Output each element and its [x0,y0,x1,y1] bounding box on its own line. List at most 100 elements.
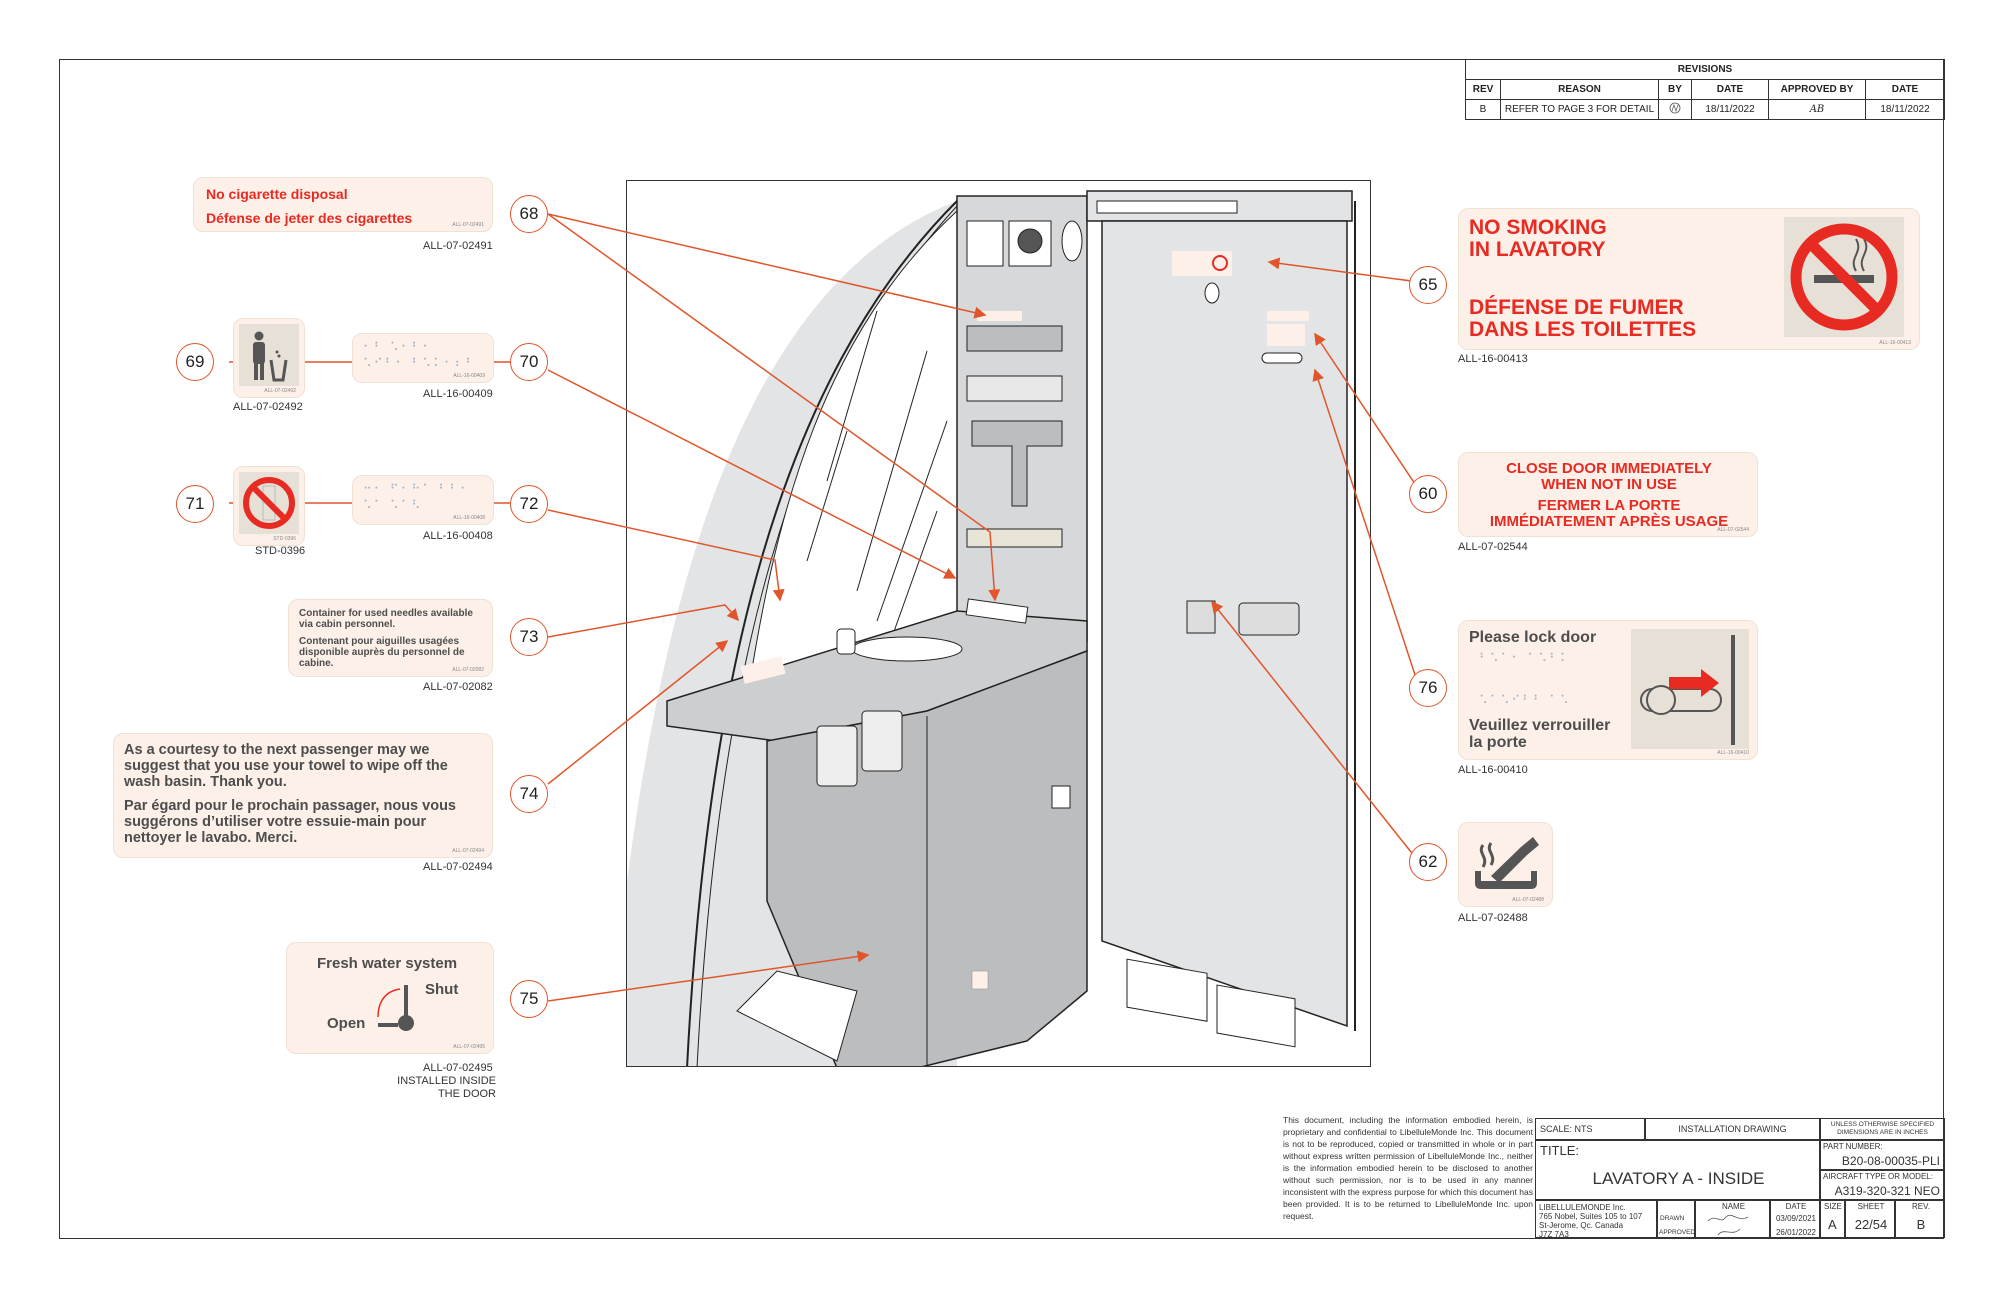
label-62-code: ALL-07-02488 [1458,912,1528,924]
label-trash-bin: ALL-07-02492 [233,318,305,398]
label-close-door: CLOSE DOOR IMMEDIATELY WHEN NOT IN USE F… [1458,452,1758,537]
callout-65: 65 [1409,266,1447,304]
approved-date-value: 18/11/2022 [1865,99,1945,120]
label-69-code: ALL-07-02492 [233,401,303,413]
label-71-tiny-code: STD-0396 [273,536,296,542]
leader-75 [547,950,870,1002]
leader-76 [1312,368,1420,688]
callout-73: 73 [510,618,548,656]
label-73-code: ALL-07-02082 [423,681,493,693]
label-65-line-1: NO SMOKING [1469,216,1607,239]
leader-68b [547,213,1001,602]
label-76-tiny-code: ALL-16-00410 [1717,750,1749,756]
label-68-line-en: No cigarette disposal [206,186,348,202]
revisions-table: REVISIONS REV REASON BY DATE APPROVED BY… [1465,59,1945,120]
title-cell: TITLE: LAVATORY A - INSIDE [1535,1140,1820,1200]
callout-74: 74 [510,775,548,813]
label-please-lock-door: Please lock door ⠃⠡⠁⠂ ⠁⠡⠃⠅ ⠡⠁⠡⠊⠃⠃ ⠁⠡ Veu… [1458,620,1758,760]
leader-70 [547,369,957,579]
company-cell: LIBELLULEMONDE Inc. 765 Nobel, Suites 10… [1535,1200,1657,1239]
label-60-line-3: FERMER LA PORTE [1537,497,1681,514]
size-cell: SIZE A [1820,1200,1845,1238]
label-ashtray: ALL-07-02488 [1458,822,1553,907]
label-74-code: ALL-07-02494 [423,861,493,873]
part-number-cell: PART NUMBER: B20-08-00035-PLI [1820,1140,1945,1170]
date-value: 18/11/2022 [1691,99,1769,120]
label-75-code: ALL-07-02495 [423,1062,493,1074]
leader-74 [547,640,729,785]
label-62-tiny-code: ALL-07-02488 [1512,897,1544,903]
date-label: DATE [1785,1202,1807,1211]
rev-cell: REV. B [1895,1200,1945,1238]
ashtray-icon [1471,831,1541,901]
braille-76-line2: ⠡⠁⠡⠊⠃⠃ ⠁⠡ [1479,693,1571,707]
callout-62: 62 [1409,843,1447,881]
label-74-tiny-code: ALL-07-02494 [452,848,484,854]
label-65-line-3: DÉFENSE DE FUMER [1469,296,1684,319]
signature-icon [1707,1214,1749,1236]
valve-lever-icon [377,985,414,1031]
sheet-label: SHEET [1857,1202,1885,1211]
label-68-tiny-code: ALL-07-02491 [452,222,484,228]
size-label: SIZE [1824,1202,1842,1211]
callout-75: 75 [510,980,548,1018]
title-label: TITLE: [1540,1143,1580,1158]
label-68-code: ALL-07-02491 [423,240,493,252]
aircraft-value: A319-320-321 NEO [1834,1184,1940,1198]
label-65-tiny-code: ALL-16-00413 [1879,340,1911,346]
leader-72 [547,509,785,602]
name-label: NAME [1721,1202,1746,1211]
leader-62 [1211,600,1420,863]
company-address-2: St-Jerome, Qc. Canada [1539,1221,1624,1230]
company-address-1: 765 Nobel, Suites 105 to 107 [1539,1212,1643,1221]
label-braille-70: ⠂⠃ ⠡⠂⠃⠂ ⠡⠊⠃⠂ ⠃⠡⠅⠂⠆⠃ ALL-16-00409 [352,333,494,383]
company-address-3: J7Z 7A3 [1539,1230,1569,1239]
braille-70-line1: ⠂⠃ ⠡⠂⠃⠂ [363,340,434,354]
callout-72: 72 [510,485,548,523]
scale-cell: SCALE: NTS [1535,1118,1645,1140]
braille-72-line2: ⠡⠁ ⠡⠁⠣ [363,498,423,512]
label-60-code: ALL-07-02544 [1458,541,1528,553]
label-75-note-1: INSTALLED INSIDE [397,1075,496,1087]
aircraft-cell: AIRCRAFT TYPE OR MODEL: A319-320-321 NEO [1820,1170,1945,1200]
braille-70-line2: ⠡⠊⠃⠂ ⠃⠡⠅⠂⠆⠃ [363,356,477,370]
label-65-line-2: IN LAVATORY [1469,238,1606,261]
label-no-smoking: NO SMOKING IN LAVATORY DÉFENSE DE FUMER … [1458,208,1920,350]
label-72-code: ALL-16-00408 [423,530,493,542]
name-cell: NAME [1695,1200,1770,1238]
label-68-line-fr: Défense de jeter des cigarettes [206,210,413,226]
approved-date: 26/01/2022 [1775,1228,1817,1237]
callout-60: 60 [1409,475,1447,513]
leader-73 [547,604,739,638]
drawn-date: 03/09/2021 [1775,1214,1817,1223]
label-60-line-4: IMMÉDIATEMENT APRÈS USAGE [1489,513,1729,530]
label-76-code: ALL-16-00410 [1458,764,1528,776]
trash-bin-icon [239,324,299,386]
company-name: LIBELLULEMONDE Inc. [1539,1203,1626,1212]
label-no-disposal: STD-0396 [233,466,305,546]
label-76-line-1: Please lock door [1469,629,1597,646]
label-65-code: ALL-16-00413 [1458,353,1528,365]
callout-71: 71 [176,485,214,523]
label-73-tiny-code: ALL-07-02082 [452,667,484,673]
label-75-open: Open [327,1015,366,1032]
sheet-value: 22/54 [1854,1217,1888,1232]
label-75-tiny-code: ALL-07-02495 [453,1044,485,1050]
label-65-line-4: DANS LES TOILETTES [1469,318,1697,341]
label-fresh-water-system: Fresh water system Shut Open ALL-07-0249… [286,942,494,1054]
door-lock-icon [1631,629,1749,749]
callout-76: 76 [1409,669,1447,707]
label-70-tiny-code: ALL-16-00409 [453,373,485,379]
braille-72-line1: ⠒⠂ ⠋⠂⠓⠁ ⠃⠃⠂ [363,482,471,496]
leader-65 [1267,257,1420,283]
by-signature-icon [1658,99,1692,120]
label-used-needles: Container for used needles available via… [288,599,493,677]
revision-row: B REFER TO PAGE 3 FOR DETAIL 18/11/2022 … [1465,99,1945,120]
callout-69: 69 [176,343,214,381]
size-value: A [1828,1217,1837,1232]
rev-value-tb: B [1916,1217,1926,1232]
units-note-cell: UNLESS OTHERWISE SPECIFIED DIMENSIONS AR… [1820,1118,1945,1140]
drawing-type-cell: INSTALLATION DRAWING [1645,1118,1820,1140]
label-75-shut: Shut [425,981,459,998]
label-60-tiny-code: ALL-07-02544 [1717,527,1749,533]
